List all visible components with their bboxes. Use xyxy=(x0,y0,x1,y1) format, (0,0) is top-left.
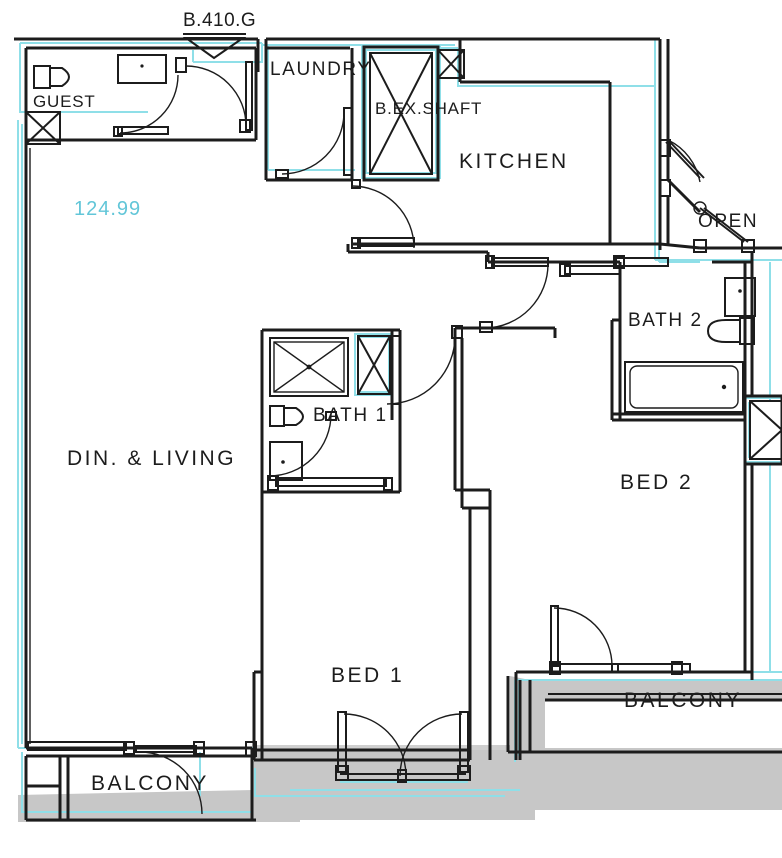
unit-tag-label: B.410.G xyxy=(183,10,257,31)
room-label-balcony-se: BALCONY xyxy=(624,689,742,712)
room-label-kitchen: KITCHEN xyxy=(459,150,569,173)
unit-area-label: 124.99 xyxy=(74,198,142,220)
structural-walls xyxy=(14,37,782,822)
room-label-bed-2: BED 2 xyxy=(620,471,694,494)
room-label-bed-1: BED 1 xyxy=(331,664,405,687)
room-label-bath-1: BATH 1 xyxy=(313,405,388,426)
room-label-guest: GUEST xyxy=(33,92,96,111)
room-label-open: OPEN xyxy=(698,211,759,232)
room-label-bath-2: BATH 2 xyxy=(628,310,703,331)
room-label-balcony-sw: BALCONY xyxy=(91,772,209,795)
room-label-din-living: DIN. & LIVING xyxy=(67,447,237,470)
detail-linework xyxy=(25,48,611,748)
room-label-laundry: LAUNDRY xyxy=(270,59,372,80)
room-label-ex-shaft: B.EX.SHAFT xyxy=(375,99,483,118)
